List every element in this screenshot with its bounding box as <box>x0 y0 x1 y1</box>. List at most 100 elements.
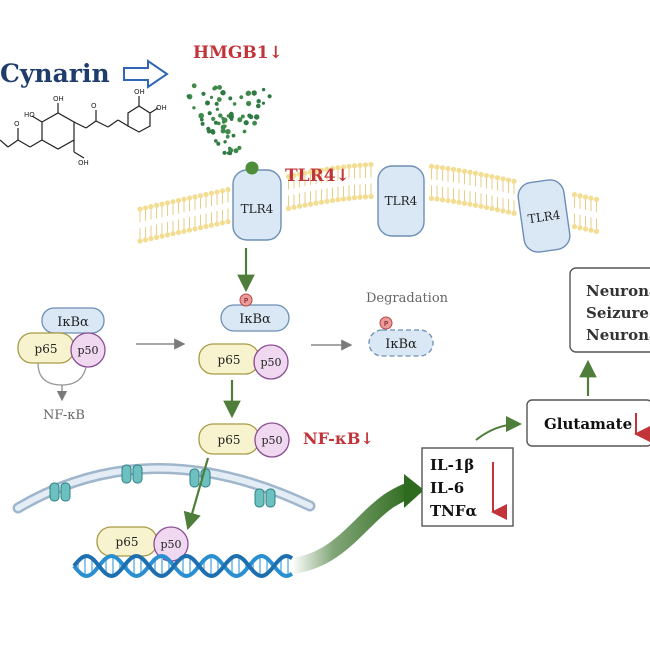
lipid-head <box>318 167 325 173</box>
lipid-head <box>351 195 358 201</box>
lipid-head <box>588 195 594 201</box>
ikba-degraded <box>368 329 434 357</box>
hmgb1-particle <box>213 85 218 90</box>
hmgb1-particle <box>233 148 239 154</box>
lipid-head <box>340 196 347 202</box>
ikba-label: IκBα <box>385 337 417 352</box>
p65-label: p65 <box>218 353 241 367</box>
lipid-head <box>500 208 506 214</box>
lipid-head <box>153 234 160 240</box>
lipid-head <box>285 173 292 180</box>
hmgb1-particle <box>228 96 233 101</box>
hmgb1-particle <box>214 101 219 106</box>
lipid-head <box>511 178 517 184</box>
p65-label: p65 <box>116 535 139 549</box>
p50-label: p50 <box>260 356 281 369</box>
hmgb1-particle <box>206 126 211 131</box>
lipid-head <box>170 199 176 205</box>
lipid-head <box>203 223 209 230</box>
cytokine-il6: IL-6 <box>430 479 464 497</box>
lipid-head <box>362 194 369 200</box>
hmgb1-particle <box>239 95 244 100</box>
glutamate-label: Glutamate <box>544 415 632 433</box>
lipid-head <box>181 196 187 202</box>
nuclear-pores <box>49 464 276 508</box>
outcome-item: Neurona <box>586 282 650 300</box>
lipid-head <box>461 200 468 206</box>
lipid-head <box>148 235 154 242</box>
lipid-head <box>192 194 198 200</box>
ikba-label: IκBα <box>57 315 89 330</box>
lipid-head <box>329 197 336 204</box>
lipid-head <box>489 205 495 212</box>
tlr4-receptor-label: TLR4 <box>241 202 274 216</box>
cytokine-il1b: IL-1β <box>430 456 474 474</box>
nfkb-nuclear-complex: p65 p50 <box>96 526 189 562</box>
hmgb1-particle <box>205 100 210 106</box>
lipid-head <box>439 165 446 171</box>
lipid-head <box>472 170 479 176</box>
hmgb1-particle <box>216 141 221 146</box>
phospho-icon <box>379 316 393 330</box>
hmgb1-particle <box>216 97 222 102</box>
lipid-head <box>478 171 484 177</box>
hmgb1-particle <box>201 91 206 96</box>
lipid-head <box>291 172 297 178</box>
hmgb1-particle <box>214 139 218 143</box>
lipid-head <box>368 161 374 168</box>
lipid-head <box>302 170 308 176</box>
hmgb1-particle <box>220 90 226 96</box>
lipid-head <box>164 200 171 206</box>
svg-text:HO: HO <box>24 111 35 119</box>
lipid-head <box>593 196 600 202</box>
hmgb1-particle <box>223 124 227 128</box>
hmgb1-particle <box>254 114 260 120</box>
hmgb1-particles <box>186 83 272 156</box>
lipid-head <box>186 227 193 233</box>
phospho-label: P <box>244 297 248 305</box>
cynarin-title: Cynarin <box>0 59 110 88</box>
hmgb1-particle <box>246 100 252 107</box>
activation-arrow <box>475 416 522 441</box>
lipid-head <box>197 193 204 199</box>
hmgb1-particle <box>191 83 197 89</box>
lipid-head <box>313 200 319 206</box>
lipid-head <box>225 219 231 225</box>
hmgb1-particle <box>200 121 205 126</box>
degradation-label: Degradation <box>366 291 449 306</box>
lipid-head <box>489 173 495 180</box>
hmgb1-particle <box>211 116 216 121</box>
lipid-head <box>186 195 193 201</box>
hmgb1-particle <box>198 112 204 119</box>
p65-label: p65 <box>35 342 58 356</box>
lipid-head <box>434 164 440 170</box>
hmgb1-bound-dot <box>245 161 259 175</box>
svg-text:O: O <box>91 102 97 110</box>
lipid-head <box>296 203 303 209</box>
lipid-head <box>329 165 336 172</box>
hmgb1-particle <box>245 91 251 96</box>
hmgb1-particle <box>217 121 221 126</box>
svg-text:OH: OH <box>156 104 167 112</box>
tlr4-receptor-3: TLR4 <box>517 179 571 253</box>
lipid-head <box>582 194 589 200</box>
lipid-head <box>340 164 347 170</box>
lipid-head <box>175 197 182 204</box>
lipid-head <box>307 201 314 207</box>
p50-label: p50 <box>261 434 282 447</box>
lipid-head <box>428 163 435 169</box>
tlr4-receptor-label: TLR4 <box>527 208 562 226</box>
hmgb1-particle <box>243 120 249 126</box>
lipid-head <box>434 196 440 202</box>
lipid-head <box>214 189 220 195</box>
svg-text:OH: OH <box>134 88 145 96</box>
lipid-head <box>291 204 297 210</box>
lipid-head <box>445 197 451 204</box>
hollow-right-arrow-icon <box>123 59 169 89</box>
lipid-head <box>219 188 226 194</box>
nfkb-label: NF-κB↓ <box>303 429 374 448</box>
lipid-head <box>472 202 479 208</box>
hmgb1-particle <box>225 134 230 139</box>
nuclear-pore <box>254 488 276 508</box>
phospho-icon <box>239 293 253 307</box>
